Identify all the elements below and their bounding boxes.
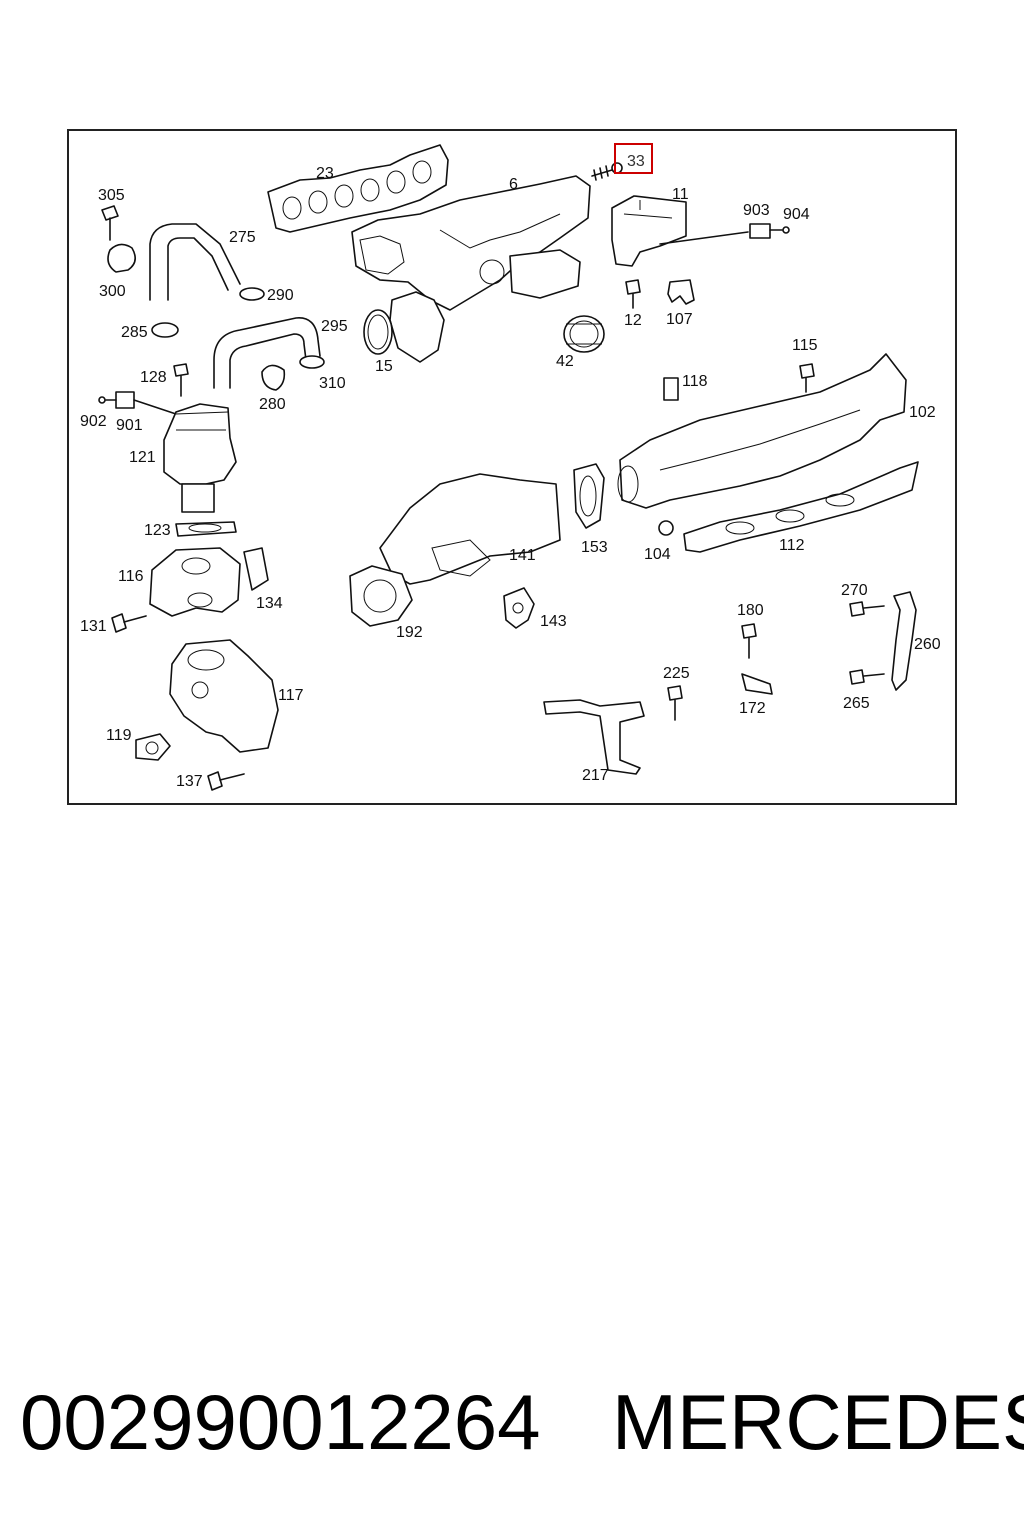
part-label-128[interactable]: 128 (140, 369, 167, 386)
clamp-280-drawing (261, 364, 286, 391)
gasket-23-drawing (267, 144, 449, 233)
part-label-11[interactable]: 11 (672, 186, 689, 203)
part-label-904[interactable]: 904 (783, 206, 810, 223)
bolt-137-drawing (207, 771, 245, 791)
gasket-153-drawing (573, 463, 605, 529)
clamp-285-drawing (151, 322, 179, 338)
bracket-260-drawing (891, 591, 917, 691)
sensor-143-drawing (503, 587, 535, 629)
part-labels: 23 6 33 11 903 904 305 275 300 290 285 2… (80, 153, 941, 790)
pipe-42-drawing (563, 315, 605, 353)
part-label-104[interactable]: 104 (644, 546, 671, 563)
part-label-903[interactable]: 903 (743, 202, 770, 219)
part-label-117[interactable]: 117 (278, 687, 304, 704)
part-label-300[interactable]: 300 (99, 283, 126, 300)
connector-903-904-drawing (749, 223, 790, 239)
plug-104-drawing (658, 520, 674, 536)
part-label-153[interactable]: 153 (581, 539, 608, 556)
bolt-128-drawing (173, 363, 189, 397)
part-label-180[interactable]: 180 (737, 602, 764, 619)
manifold-102-drawing (617, 353, 907, 509)
part-label-172[interactable]: 172 (739, 700, 766, 717)
part-label-275[interactable]: 275 (229, 229, 256, 246)
hose-295-drawing (213, 317, 321, 389)
clamp-300-drawing (107, 243, 136, 273)
part-label-131[interactable]: 131 (80, 618, 107, 635)
part-label-134[interactable]: 134 (256, 595, 283, 612)
bolt-131-drawing (111, 613, 147, 633)
part-label-115[interactable]: 115 (792, 337, 818, 354)
part-label-118[interactable]: 118 (682, 373, 708, 390)
clamp-310-drawing (299, 355, 325, 369)
bolt-12-drawing (625, 279, 641, 309)
product-caption: 002990012264 MERCEDES (20, 1372, 1024, 1472)
part-label-12[interactable]: 12 (624, 312, 642, 329)
part-label-217[interactable]: 217 (582, 767, 609, 784)
part-label-102[interactable]: 102 (909, 404, 936, 421)
part-label-265[interactable]: 265 (843, 695, 870, 712)
part-label-902[interactable]: 902 (80, 413, 107, 430)
part-label-121[interactable]: 121 (129, 449, 156, 466)
hose-275-drawing (149, 223, 241, 301)
bolt-225-drawing (667, 685, 683, 721)
bolt-33-drawing (591, 143, 653, 181)
connector-901-drawing (98, 391, 177, 415)
cooler-116-drawing (149, 547, 241, 617)
gasket-112-drawing (683, 461, 919, 553)
housing-117-drawing (169, 639, 279, 753)
bracket-172-drawing (741, 673, 773, 695)
brand-name: MERCEDES (612, 1378, 1024, 1466)
bracket-217-drawing (543, 699, 645, 775)
manifold-6-drawing (351, 175, 591, 363)
part-label-6[interactable]: 6 (509, 176, 518, 193)
part-label-260[interactable]: 260 (914, 636, 941, 653)
gasket-119-drawing (135, 733, 171, 761)
part-label-295[interactable]: 295 (321, 318, 348, 335)
actuator-11-drawing (611, 195, 749, 267)
part-label-23[interactable]: 23 (316, 165, 334, 182)
part-label-305[interactable]: 305 (98, 187, 125, 204)
highlight-box (614, 143, 653, 174)
gasket-192-drawing (349, 565, 413, 627)
pipe-141-drawing (379, 473, 561, 585)
bolt-180-drawing (741, 623, 757, 659)
bolt-270-drawing (849, 601, 885, 617)
part-label-33[interactable]: 33 (627, 153, 645, 170)
seal-15-drawing (363, 309, 393, 355)
gasket-123-drawing (175, 521, 237, 537)
part-label-119[interactable]: 119 (106, 727, 132, 744)
bolt-265-drawing (849, 669, 885, 685)
part-label-116[interactable]: 116 (118, 568, 144, 585)
part-label-270[interactable]: 270 (841, 582, 868, 599)
part-label-192[interactable]: 192 (396, 624, 423, 641)
part-label-107[interactable]: 107 (666, 311, 693, 328)
part-label-310[interactable]: 310 (319, 375, 346, 392)
part-label-137[interactable]: 137 (176, 773, 203, 790)
part-label-225[interactable]: 225 (663, 665, 690, 682)
part-label-123[interactable]: 123 (144, 522, 171, 539)
part-label-143[interactable]: 143 (540, 613, 567, 630)
part-label-285[interactable]: 285 (121, 324, 148, 341)
clamp-290-drawing (239, 287, 265, 301)
gasket-134-drawing (243, 547, 269, 591)
part-label-42[interactable]: 42 (556, 353, 574, 370)
bolt-305-drawing (101, 205, 119, 241)
clip-107-drawing (667, 279, 695, 305)
part-label-290[interactable]: 290 (267, 287, 294, 304)
part-label-280[interactable]: 280 (259, 396, 286, 413)
plate-118-drawing (663, 377, 679, 401)
part-number: 002990012264 (20, 1378, 541, 1466)
bolt-115-drawing (799, 363, 815, 393)
part-label-112[interactable]: 112 (779, 537, 805, 554)
part-label-15[interactable]: 15 (375, 358, 393, 375)
part-label-141[interactable]: 141 (509, 547, 536, 564)
valve-121-drawing (163, 403, 237, 513)
part-label-901[interactable]: 901 (116, 417, 143, 434)
